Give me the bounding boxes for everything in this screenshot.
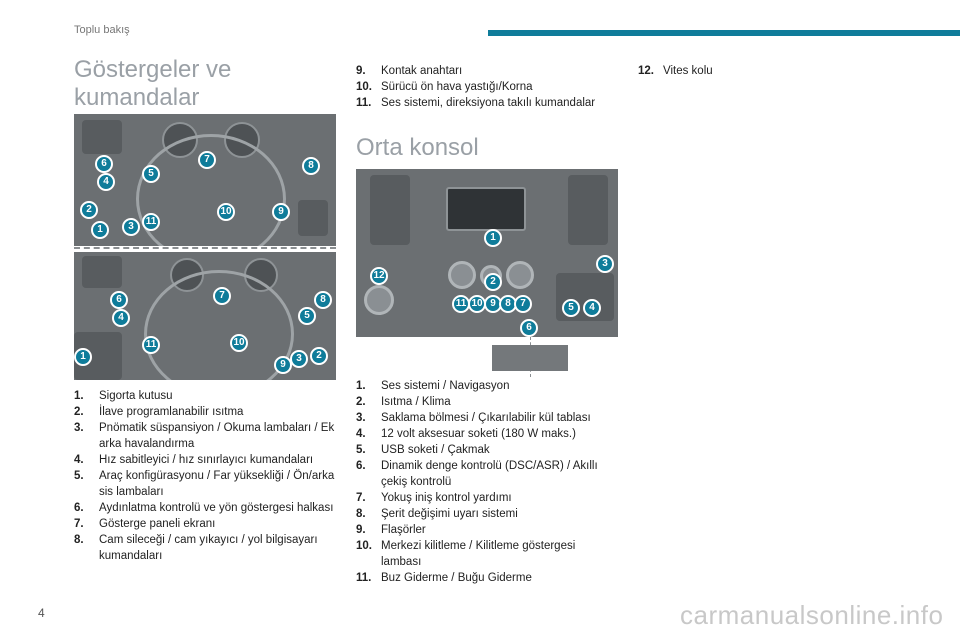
callout-badge: 1: [91, 221, 109, 239]
callout-badge: 1: [74, 348, 92, 366]
console-graphic: [448, 261, 476, 289]
switch-detail-photo: [492, 345, 568, 371]
callout-badge: 4: [97, 173, 115, 191]
console-graphic: [568, 175, 608, 245]
console-graphic: [506, 261, 534, 289]
list-item: 4.12 volt aksesuar soketi (180 W maks.): [356, 428, 576, 440]
list-item: 2.Isıtma / Klima: [356, 396, 451, 408]
callout-badge: 2: [310, 347, 328, 365]
callout-badge: 10: [217, 203, 235, 221]
list-item: 9.Flaşörler: [356, 524, 426, 536]
callout-badge: 7: [213, 287, 231, 305]
list-item: 6.Aydınlatma kontrolü ve yön göstergesi …: [74, 502, 334, 514]
dashboard-graphic: [144, 270, 294, 380]
dashboard-graphic: [298, 200, 328, 236]
dashboard-graphic: [82, 256, 122, 288]
center-console-photo: 1 2 3 12 11 10 9 8 7 5 4 6: [356, 169, 618, 337]
list-item: 4.Hız sabitleyici / hız sınırlayıcı kuma…: [74, 454, 314, 466]
callout-badge: 3: [290, 350, 308, 368]
console-graphic: [370, 175, 410, 245]
list-item: 9.Kontak anahtarı: [356, 65, 463, 77]
list-item: 10.Sürücü ön hava yastığı/Korna: [356, 81, 533, 93]
list-item: 7.Gösterge paneli ekranı: [74, 518, 216, 530]
list-item: 5.USB soketi / Çakmak: [356, 444, 490, 456]
list-item: 5.Araç konfigürasyonu / Far yüksekliği /…: [74, 470, 335, 498]
console-graphic: [446, 187, 526, 231]
list-item: 1.Ses sistemi / Navigasyon: [356, 380, 510, 392]
page-title: Göstergeler ve kumandalar: [74, 56, 232, 111]
header-accent-bar: [488, 30, 960, 36]
callout-badge: 6: [110, 291, 128, 309]
controls-list-right: 12.Vites kolu: [638, 63, 900, 79]
dashboard-graphic: [136, 134, 286, 246]
list-item: 2.İlave programlanabilir ısıtma: [74, 406, 244, 418]
section-label: Toplu bakış: [74, 24, 130, 36]
callout-badge: 7: [198, 151, 216, 169]
callout-badge: 11: [142, 213, 160, 231]
list-item: 1.Sigorta kutusu: [74, 390, 173, 402]
list-item: 7.Yokuş iniş kontrol yardımı: [356, 492, 512, 504]
section-title: Orta konsol: [356, 134, 479, 161]
dashboard-graphic: [82, 120, 122, 154]
callout-badge: 2: [484, 273, 502, 291]
callout-badge: 10: [230, 334, 248, 352]
console-graphic: [364, 285, 394, 315]
controls-list: 1.Sigorta kutusu 2.İlave programlanabili…: [74, 388, 336, 564]
dashboard-photo-left-hand-drive: 6 4 5 7 8 2 1 3 11 10 9: [74, 114, 336, 246]
watermark: carmanualsonline.info: [680, 600, 944, 630]
list-item: 3.Pnömatik süspansiyon / Okuma lambaları…: [74, 422, 335, 450]
callout-badge: 3: [596, 255, 614, 273]
callout-badge: 5: [142, 165, 160, 183]
divider: [74, 247, 336, 249]
dashboard-photo-right-hand-drive: 6 4 7 8 5 1 11 10 9 3 2: [74, 252, 336, 380]
list-item: 11.Ses sistemi, direksiyona takılı kuman…: [356, 97, 596, 109]
callout-badge: 9: [274, 356, 292, 374]
controls-list-continued: 9.Kontak anahtarı 10.Sürücü ön hava yast…: [356, 63, 618, 111]
callout-badge: 5: [562, 299, 580, 317]
callout-badge: 4: [583, 299, 601, 317]
callout-badge: 11: [142, 336, 160, 354]
center-console-list: 1.Ses sistemi / Navigasyon 2.Isıtma / Kl…: [356, 378, 618, 586]
list-item: 11.Buz Giderme / Buğu Giderme: [356, 572, 532, 584]
callout-badge: 5: [298, 307, 316, 325]
callout-badge: 6: [95, 155, 113, 173]
callout-badge: 2: [80, 201, 98, 219]
callout-badge: 3: [122, 218, 140, 236]
callout-badge: 8: [302, 157, 320, 175]
callout-badge: 6: [520, 319, 538, 337]
callout-badge: 9: [272, 203, 290, 221]
callout-badge: 7: [514, 295, 532, 313]
page-number: 4: [38, 606, 45, 620]
list-item: 8.Cam sileceği / cam yıkayıcı / yol bilg…: [74, 534, 318, 562]
list-item: 10.Merkezi kilitleme / Kilitleme gösterg…: [356, 540, 576, 568]
callout-badge: 8: [314, 291, 332, 309]
callout-badge: 1: [484, 229, 502, 247]
list-item: 3.Saklama bölmesi / Çıkarılabilir kül ta…: [356, 412, 591, 424]
callout-badge: 12: [370, 267, 388, 285]
list-item: 6.Dinamik denge kontrolü (DSC/ASR) / Akı…: [356, 460, 598, 488]
list-item: 12.Vites kolu: [638, 65, 713, 77]
list-item: 8.Şerit değişimi uyarı sistemi: [356, 508, 518, 520]
callout-badge: 4: [112, 309, 130, 327]
